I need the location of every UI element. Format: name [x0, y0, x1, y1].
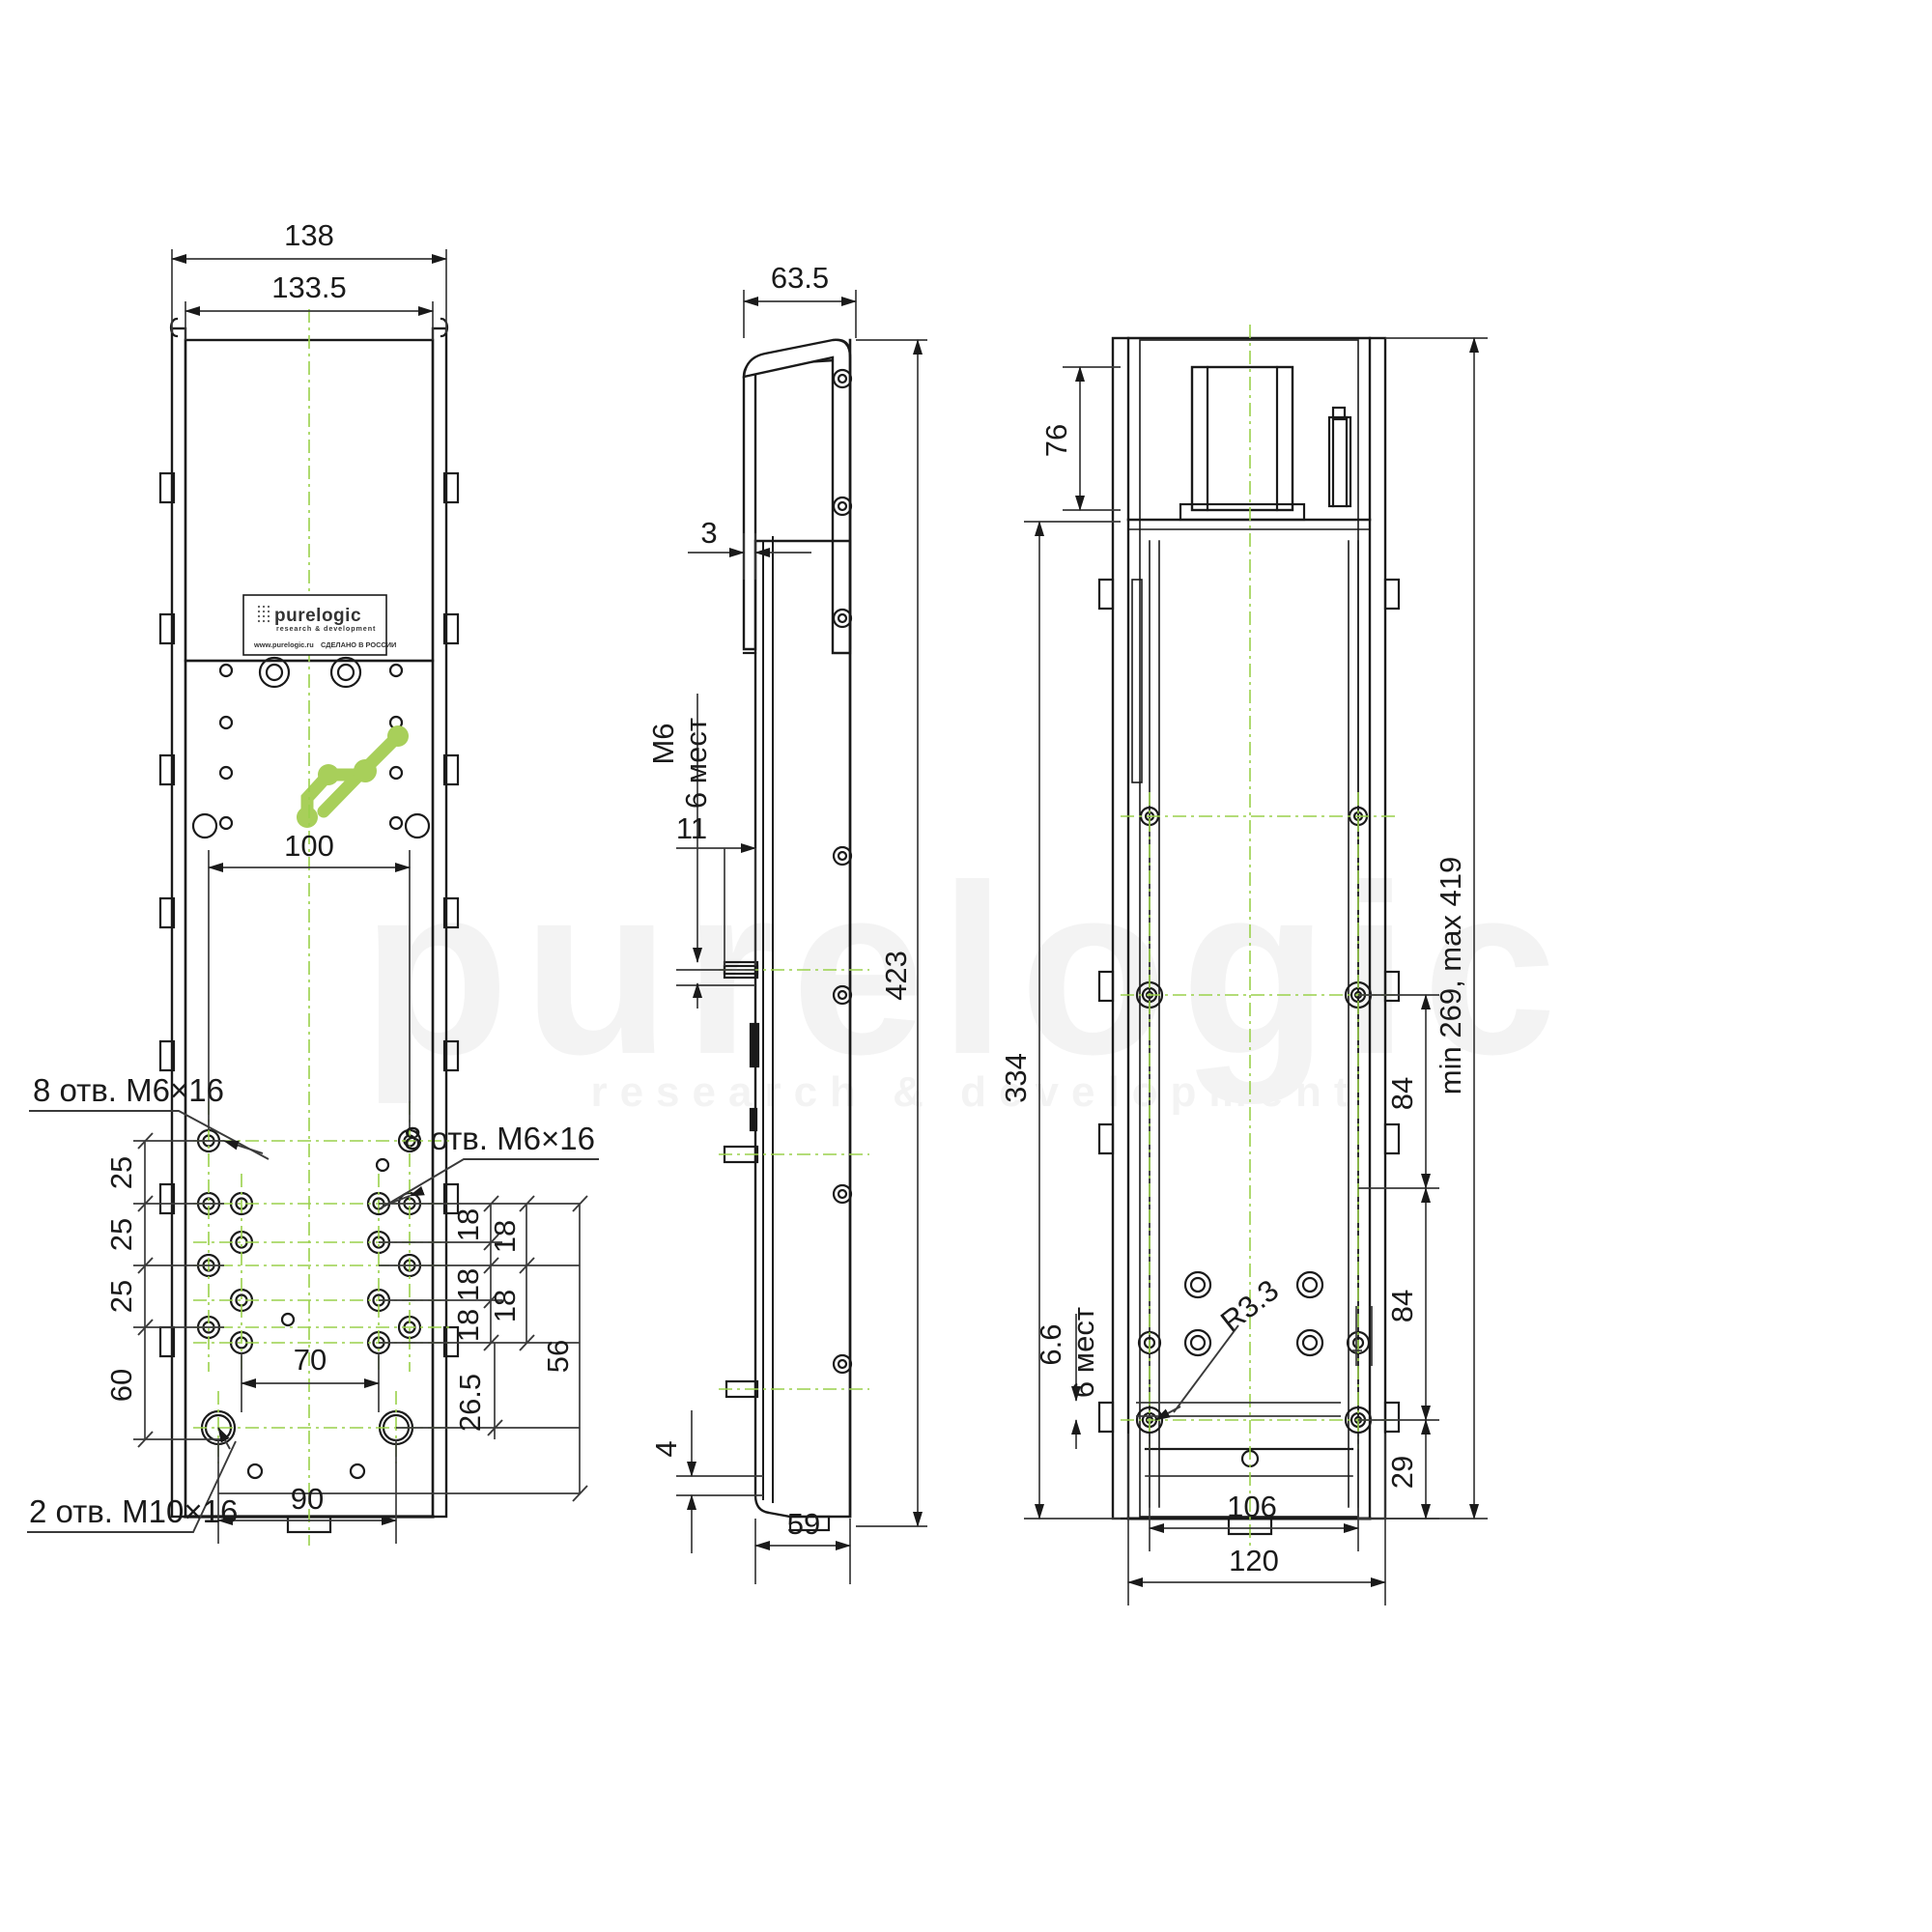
dim-18-b: 18	[451, 1268, 485, 1301]
dim-70: 70	[294, 1343, 327, 1377]
dim-90: 90	[291, 1482, 324, 1516]
dim-25-c: 25	[104, 1280, 138, 1313]
dim-60: 60	[104, 1369, 138, 1402]
rear-dimension-lines	[1024, 337, 1488, 1605]
dim-26-5: 26.5	[453, 1374, 487, 1432]
dim-18-c: 18	[451, 1309, 485, 1342]
callout-8-otv-m6-right: 8 отв. M6×16	[404, 1121, 595, 1156]
dim-423: 423	[879, 951, 913, 1001]
dim-133-5: 133.5	[271, 270, 347, 304]
front-dimension-lines	[27, 249, 599, 1544]
dim-25-a: 25	[104, 1156, 138, 1189]
callout-2-otv-m10: 2 отв. M10×16	[29, 1493, 238, 1529]
dim-63-5: 63.5	[771, 261, 829, 295]
dim-18-e: 18	[488, 1290, 522, 1322]
dim-18-a: 18	[451, 1208, 485, 1241]
dim-25-b: 25	[104, 1218, 138, 1251]
dim-138: 138	[284, 218, 334, 252]
dim-stroke-range: min 269, max 419	[1434, 857, 1467, 1094]
dim-56: 56	[541, 1340, 575, 1373]
rear-view-outline	[1097, 336, 1401, 1536]
callout-6-6: 6.6	[1034, 1323, 1067, 1365]
dim-18-d: 18	[488, 1220, 522, 1253]
callout-8-otv-m6-left: 8 отв. M6×16	[33, 1072, 224, 1108]
dim-100: 100	[284, 829, 334, 863]
dim-334: 334	[999, 1053, 1033, 1103]
centerlines	[193, 309, 1396, 1546]
dim-11: 11	[676, 811, 707, 845]
dim-84-a: 84	[1385, 1077, 1419, 1110]
dim-4: 4	[649, 1440, 683, 1457]
side-dimension-lines	[676, 290, 927, 1584]
callout-6-mest-rear: 6 мест	[1066, 1307, 1100, 1398]
dim-59: 59	[787, 1507, 820, 1541]
logo-accent-shape	[297, 725, 409, 828]
callout-6-mest-side: 6 мест	[679, 718, 713, 809]
dimension-text-layer: 138 133.5 100 70 90 25 25 25 60 18 18 18…	[29, 218, 1467, 1577]
dim-29: 29	[1385, 1456, 1419, 1489]
dim-106: 106	[1227, 1490, 1277, 1523]
side-view-outline	[723, 338, 853, 1532]
callout-m6: M6	[646, 723, 680, 764]
dim-76: 76	[1039, 424, 1073, 457]
dim-3: 3	[700, 516, 717, 550]
dim-120: 120	[1229, 1544, 1279, 1577]
dim-84-b: 84	[1385, 1290, 1419, 1322]
